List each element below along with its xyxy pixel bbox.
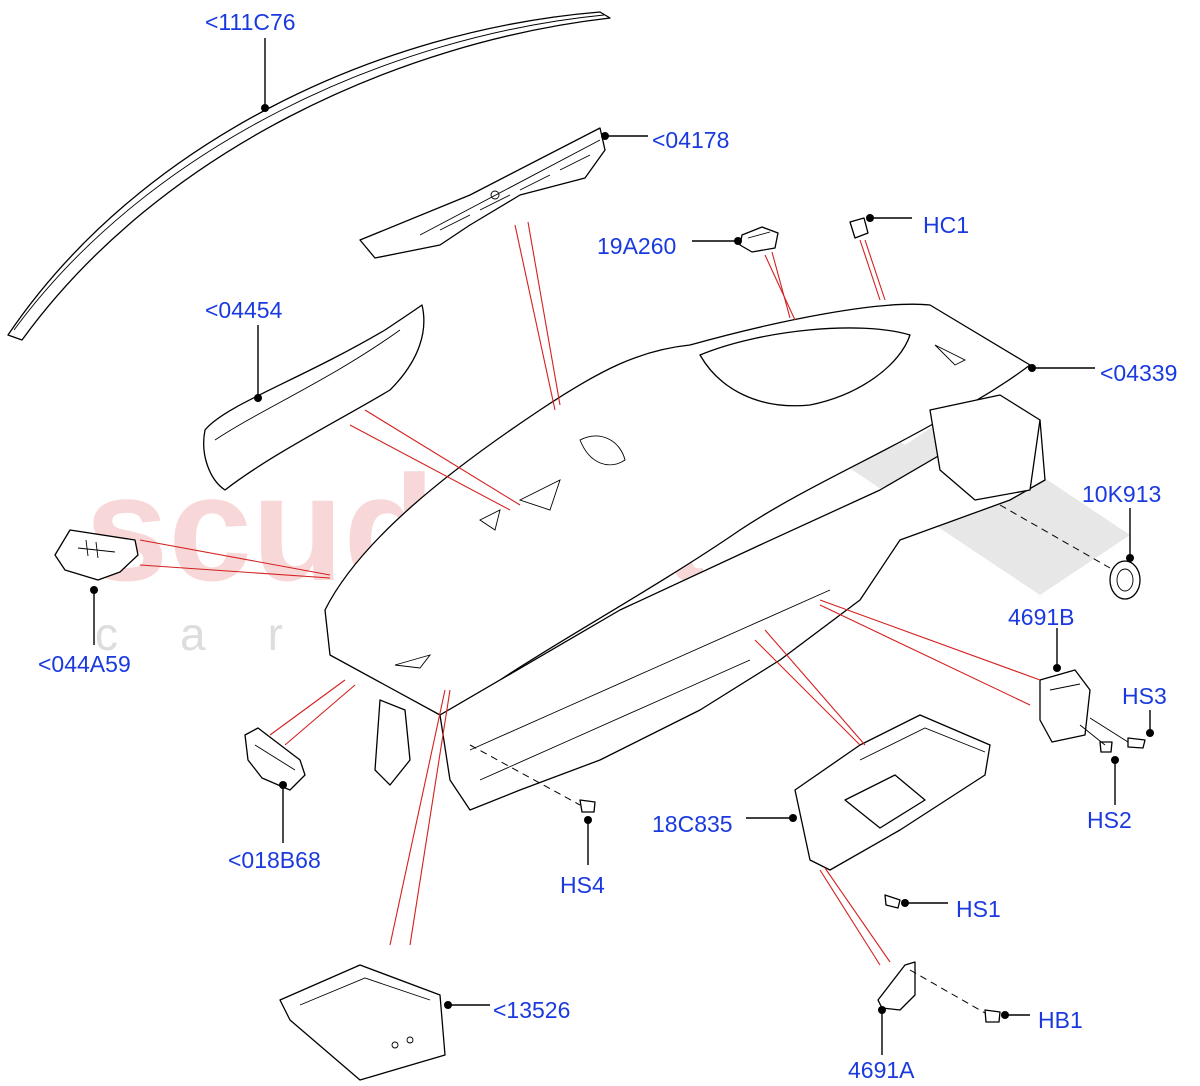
callout-hs1[interactable]: HS1 — [901, 896, 1001, 922]
callouts: <111C76 <04178 19A260 HC1 <04454 <04339 — [38, 9, 1177, 1083]
callout-018b68[interactable]: <018B68 — [228, 781, 321, 873]
speaker-10k913-part — [1109, 560, 1141, 600]
screw-hs2-part — [1079, 724, 1113, 753]
reference-lines — [139, 221, 1041, 966]
callout-label: <04178 — [652, 127, 729, 153]
sensor-19a260-part — [739, 226, 779, 253]
callout-hs4[interactable]: HS4 — [560, 816, 605, 898]
callout-04339[interactable]: <04339 — [1028, 360, 1177, 386]
callout-hc1[interactable]: HC1 — [866, 212, 969, 238]
callout-label: HS2 — [1087, 807, 1132, 833]
assembly-lines — [469, 504, 1111, 1014]
callout-hb1[interactable]: HB1 — [1001, 1007, 1083, 1033]
callout-hs3[interactable]: HS3 — [1122, 683, 1167, 737]
callout-label: HC1 — [923, 212, 969, 238]
callout-18c835[interactable]: 18C835 — [652, 811, 797, 837]
callout-label: 4691A — [848, 1057, 915, 1083]
callout-label: HB1 — [1038, 1007, 1083, 1033]
callout-044a59[interactable]: <044A59 — [38, 586, 131, 677]
callout-label: <018B68 — [228, 847, 321, 873]
callout-19a260[interactable]: 19A260 — [597, 233, 742, 259]
callout-label: 4691B — [1008, 604, 1075, 630]
screw-hb1-part — [984, 1009, 1001, 1023]
callout-label: HS3 — [1122, 683, 1167, 709]
callout-04178[interactable]: <04178 — [601, 127, 729, 153]
callout-label: <044A59 — [38, 651, 131, 677]
callout-label: 19A260 — [597, 233, 676, 259]
callout-label: <04339 — [1100, 360, 1177, 386]
side-trim-panel-part — [203, 304, 425, 491]
callout-4691a[interactable]: 4691A — [848, 1006, 915, 1083]
bracket-044a59-part — [54, 529, 139, 581]
callout-04454[interactable]: <04454 — [205, 297, 283, 402]
upper-dash-panel-part — [359, 127, 606, 259]
bottom-panel-13526-part — [279, 964, 446, 1081]
callout-label: <13526 — [493, 997, 570, 1023]
callout-13526[interactable]: <13526 — [444, 997, 570, 1023]
glovebox-bracket-18c835-part — [794, 714, 991, 871]
callout-111c76[interactable]: <111C76 — [205, 9, 296, 112]
callout-label: <111C76 — [205, 9, 296, 35]
screw-hs4-part — [579, 799, 596, 813]
callout-hs2[interactable]: HS2 — [1087, 756, 1132, 833]
callout-label: 10K913 — [1082, 481, 1161, 507]
clip-hc1-part — [849, 217, 869, 239]
screw-hs3-part — [1089, 717, 1146, 749]
bracket-018b68-part — [244, 727, 306, 791]
callout-4691b[interactable]: 4691B — [1008, 604, 1075, 672]
callout-label: 18C835 — [652, 811, 733, 837]
bracket-4691a-part — [877, 961, 916, 1011]
bracket-4691b-part — [1039, 669, 1091, 743]
trim-strip-part — [7, 11, 611, 341]
callout-10k913[interactable]: 10K913 — [1082, 481, 1161, 562]
callout-label: <04454 — [205, 297, 283, 323]
callout-label: HS1 — [956, 896, 1001, 922]
screw-hs1-part — [884, 894, 901, 909]
callout-label: HS4 — [560, 872, 605, 898]
dashboard-assembly-part — [324, 303, 1046, 811]
